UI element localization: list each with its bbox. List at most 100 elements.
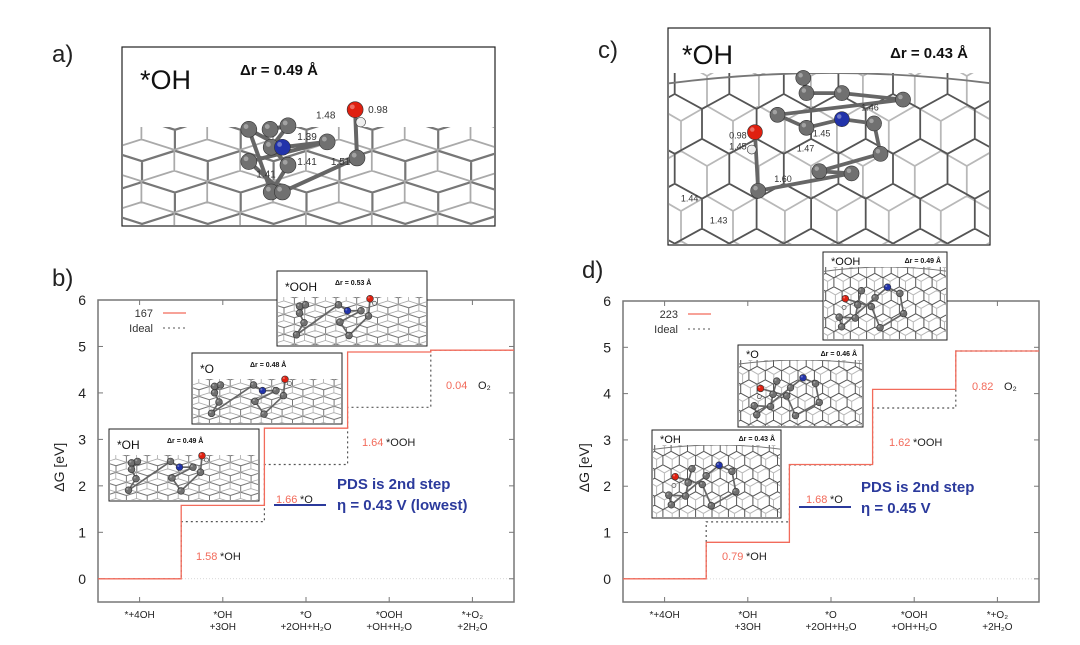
y-tick-label: 0 — [78, 571, 86, 587]
carbon-atom-highlight — [798, 73, 803, 78]
bond — [710, 490, 737, 507]
graphene-lattice — [653, 445, 780, 517]
carbon-atom-highlight — [709, 503, 712, 506]
x-tick-label: +2OH+H₂O — [280, 622, 331, 633]
carbon-atom — [210, 389, 219, 397]
series-line-catalyst — [623, 350, 1039, 580]
oxygen-atom — [281, 375, 289, 383]
y-tick-label: 1 — [78, 524, 86, 540]
nitrogen-atom — [274, 138, 291, 156]
species-label: *OH — [117, 438, 140, 452]
hydrogen-atom — [841, 305, 847, 310]
nitrogen-atom — [175, 463, 184, 471]
carbon-atom-highlight — [282, 120, 288, 126]
delta-r-label: Δr = 0.46 Å — [821, 349, 857, 358]
carbon-atom-highlight — [251, 382, 254, 385]
carbon-atom-highlight — [753, 185, 758, 191]
carbon-atom — [364, 312, 373, 320]
carbon-atom-highlight — [814, 166, 819, 171]
oxygen-atom — [756, 384, 765, 393]
carbon-atom-highlight — [178, 488, 181, 491]
y-tick-label: 4 — [78, 385, 86, 401]
hydrogen-atom-highlight — [373, 301, 375, 304]
x-tick-label: +2OH+H₂O — [805, 622, 856, 633]
carbon-atom — [769, 390, 777, 398]
hydrogen-atom — [355, 117, 366, 128]
carbon-atom-highlight — [839, 324, 842, 327]
structure-frame — [121, 46, 496, 227]
panel-letter: d) — [582, 257, 603, 284]
carbon-atom-highlight — [252, 399, 255, 402]
graphene-lattice — [278, 297, 426, 345]
species-label: *O — [746, 349, 759, 361]
carbon-atom — [698, 480, 707, 489]
lattice-viewport — [193, 379, 341, 423]
bond — [254, 389, 277, 403]
x-tick-label: *O — [300, 610, 312, 621]
carbon-atom-highlight — [129, 467, 132, 470]
carbon-atom — [207, 409, 216, 418]
carbon-atom-highlight — [836, 314, 839, 317]
oxygen-atom — [841, 294, 850, 303]
carbon-atom-highlight — [337, 319, 340, 322]
carbon-atom-highlight — [801, 88, 807, 93]
graphene-lattice — [739, 360, 862, 426]
carbon-atom-highlight — [301, 320, 304, 323]
hydrogen-atom — [756, 394, 762, 399]
hydrogen-atom-highlight — [842, 306, 844, 308]
carbon-atom — [684, 479, 692, 487]
carbon-atom — [279, 391, 288, 400]
x-tick-label: *+O₂ — [987, 610, 1009, 621]
carbon-atom-highlight — [733, 489, 736, 492]
carbon-atom — [707, 501, 716, 510]
nitrogen-atom-highlight — [716, 462, 719, 466]
carbon-atom — [791, 411, 800, 420]
carbon-atom — [866, 115, 882, 132]
carbon-atom — [318, 133, 336, 151]
nitrogen-atom-highlight — [800, 375, 803, 378]
carbon-atom-highlight — [869, 304, 872, 307]
carbon-atom — [867, 302, 876, 311]
nitrogen-atom — [883, 283, 892, 291]
carbon-atom-highlight — [209, 411, 212, 414]
bond — [670, 475, 707, 506]
carbon-atom — [876, 323, 884, 332]
lattice-viewport — [653, 445, 780, 517]
x-tick-label: *OOH — [901, 610, 928, 621]
carbon-atom — [665, 491, 673, 499]
carbon-atom-highlight — [321, 136, 327, 142]
bond — [777, 97, 904, 117]
carbon-atom — [795, 70, 812, 86]
carbon-atom — [688, 465, 696, 473]
carbon-atom — [702, 472, 710, 480]
graphene-lattice — [669, 73, 989, 244]
carbon-atom — [215, 398, 223, 406]
hydrogen-atom — [287, 381, 292, 386]
panel-letter-c: c) — [598, 37, 618, 64]
tube-rim — [739, 360, 862, 365]
carbon-atom-highlight — [846, 168, 852, 174]
pds-note: PDS is 2nd step — [861, 479, 974, 496]
x-tick-label: *+O₂ — [462, 610, 484, 621]
carbon-atom-highlight — [683, 493, 686, 496]
carbon-atom-highlight — [801, 122, 807, 128]
carbon-atom — [336, 318, 344, 326]
oxygen-atom — [198, 451, 206, 460]
carbon-atom-highlight — [784, 393, 787, 396]
carbon-atom — [667, 501, 676, 509]
carbon-atom-highlight — [358, 308, 361, 311]
bond-length-label: 1.44 — [681, 194, 699, 204]
bond — [211, 384, 254, 415]
carbon-atom-highlight — [813, 381, 816, 384]
lattice-viewport — [110, 455, 258, 500]
species-label: *OOH — [285, 280, 317, 294]
legend-label: 167 — [135, 308, 153, 320]
y-tick-label: 3 — [78, 431, 86, 447]
carbon-atom — [274, 183, 291, 201]
carbon-atom — [272, 386, 280, 395]
